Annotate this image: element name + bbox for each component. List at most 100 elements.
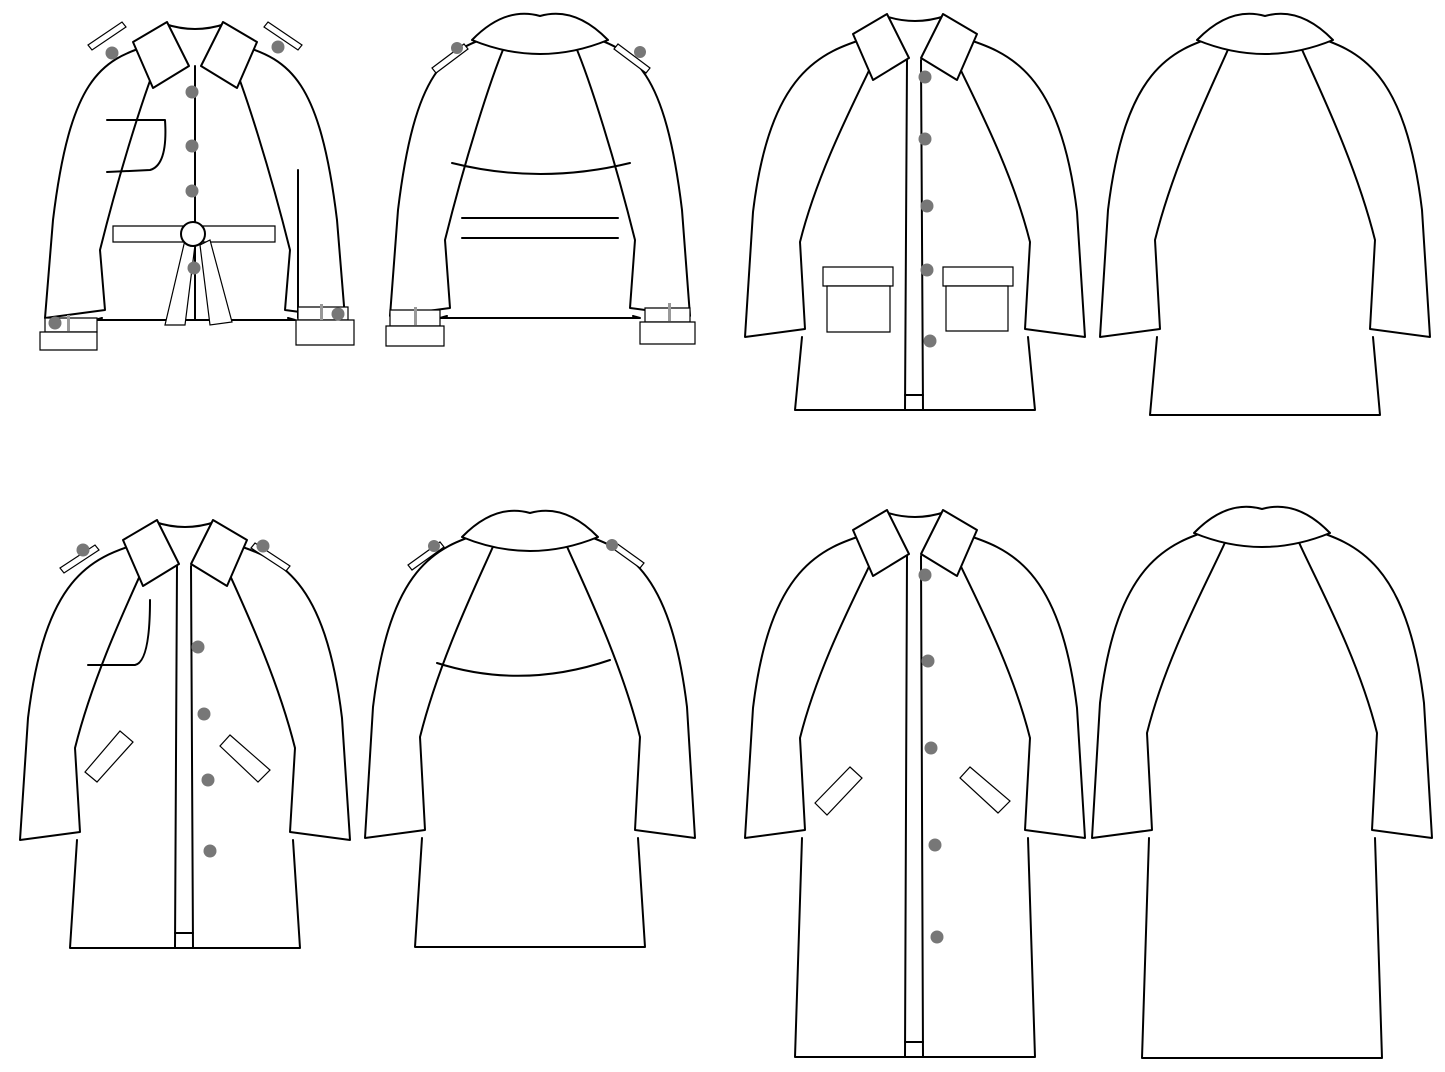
button (924, 741, 938, 755)
neckline (154, 521, 216, 528)
button (203, 844, 217, 858)
left-cuff (39, 331, 98, 351)
left-sleeve (1099, 34, 1231, 338)
left-sleeve (19, 542, 151, 841)
right-pocket-flap (942, 266, 1014, 287)
right-welt-pocket (959, 766, 1011, 814)
left-welt-pocket (84, 730, 134, 783)
button (918, 70, 932, 84)
body-outline (69, 839, 301, 949)
cuff-buckle (320, 304, 323, 320)
button (76, 543, 90, 557)
button (48, 316, 62, 330)
right-sleeve (564, 531, 696, 839)
back-collar (461, 509, 599, 552)
button (428, 540, 440, 552)
right-collar (920, 13, 978, 81)
front-opening-left (904, 555, 908, 1058)
button (185, 184, 199, 198)
cuff-buckle (414, 307, 417, 325)
button (606, 539, 618, 551)
left-welt-pocket (814, 766, 863, 816)
left-pocket-flap (822, 266, 894, 287)
car-coat-front (744, 13, 1086, 411)
right-epaulette (263, 21, 303, 51)
seam-line (87, 599, 151, 666)
button (185, 85, 199, 99)
belt-buckle (180, 221, 206, 247)
body-outline (794, 336, 1036, 411)
left-collar (852, 13, 910, 81)
mid-trench-back (364, 509, 696, 948)
left-sleeve (744, 36, 881, 338)
button (105, 46, 119, 60)
right-sleeve (1299, 34, 1431, 338)
button (634, 46, 646, 58)
back-collar (1193, 505, 1331, 548)
long-coat-front (744, 509, 1086, 1058)
seam-line (451, 162, 631, 175)
seam-line (106, 119, 167, 173)
button (331, 307, 345, 321)
right-sleeve (949, 36, 1086, 338)
button (201, 773, 215, 787)
left-sleeve (44, 44, 161, 319)
car-coat-back (1099, 12, 1431, 416)
belt-tail-right (199, 239, 233, 326)
body-outline (1141, 837, 1383, 1059)
button (923, 334, 937, 348)
right-cuff (295, 319, 355, 346)
neckline (884, 511, 946, 518)
left-collar (122, 519, 180, 587)
button (187, 261, 201, 275)
body-outline (1149, 336, 1381, 416)
button (928, 838, 942, 852)
cuff-buckle (67, 315, 70, 331)
button (197, 707, 211, 721)
left-epaulette (87, 21, 127, 51)
belt-tail-left (164, 239, 196, 326)
back-collar (471, 12, 609, 55)
right-collar (920, 509, 978, 577)
front-opening-left (904, 59, 908, 411)
short-trench-front (39, 21, 355, 351)
button (918, 132, 932, 146)
button (191, 640, 205, 654)
left-sleeve (364, 531, 496, 839)
body-outline (794, 837, 1036, 1058)
right-epaulette (613, 43, 651, 74)
button (451, 42, 463, 54)
right-sleeve (1296, 527, 1433, 839)
right-sleeve (574, 34, 691, 317)
button (918, 568, 932, 582)
button (256, 539, 270, 553)
body-outline (439, 315, 641, 319)
button (920, 263, 934, 277)
mid-trench-front (19, 519, 351, 949)
right-collar (190, 519, 248, 587)
front-opening-right (920, 59, 924, 411)
short-trench-back (385, 12, 696, 347)
front-opening-right (190, 565, 194, 949)
cuff-buckle (668, 303, 671, 321)
left-cuff (385, 325, 445, 347)
button (921, 654, 935, 668)
seam-line (436, 659, 611, 677)
right-pocket (945, 285, 1009, 332)
left-collar (852, 509, 910, 577)
right-sleeve (229, 44, 346, 319)
button (271, 40, 285, 54)
left-collar (132, 21, 190, 89)
right-collar (200, 21, 258, 89)
button (930, 930, 944, 944)
right-sleeve (219, 542, 351, 841)
right-sleeve (949, 532, 1086, 839)
right-welt-pocket (219, 734, 271, 783)
left-pocket (826, 285, 891, 333)
neckline (884, 15, 946, 22)
front-opening-right (920, 555, 924, 1058)
left-sleeve (1091, 527, 1228, 839)
long-coat-back (1091, 505, 1433, 1059)
back-collar (1196, 12, 1334, 55)
